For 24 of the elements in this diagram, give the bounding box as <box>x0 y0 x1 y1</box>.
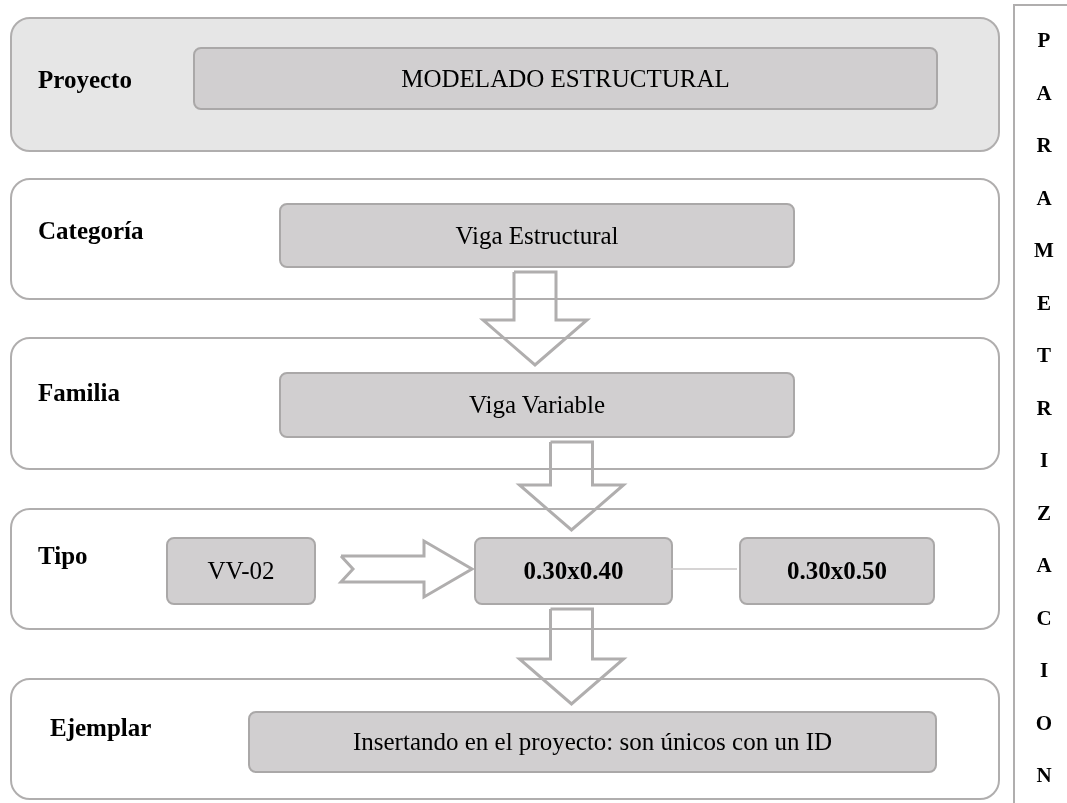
side-column <box>1013 4 1067 803</box>
band-heading: Categoría <box>38 217 144 245</box>
label-box: VV-02 <box>166 537 316 605</box>
label-box: 0.30x0.50 <box>739 537 935 605</box>
level-band <box>10 337 1000 470</box>
block-arrow <box>337 538 475 600</box>
block-arrow <box>478 270 592 367</box>
level-band <box>10 178 1000 300</box>
level-band <box>10 17 1000 152</box>
level-band <box>10 508 1000 630</box>
label-box: Viga Variable <box>279 372 795 438</box>
label-box: Insertando en el proyecto: son únicos con un ID <box>248 711 937 773</box>
block-arrow <box>515 607 628 706</box>
band-heading: Familia <box>38 379 120 407</box>
band-heading: Ejemplar <box>50 714 152 742</box>
connector-line <box>670 568 738 570</box>
band-heading: Tipo <box>38 542 88 570</box>
label-box: Viga Estructural <box>279 203 795 268</box>
label-box: MODELADO ESTRUCTURAL <box>193 47 938 110</box>
level-band <box>10 678 1000 800</box>
block-arrow <box>515 440 628 532</box>
label-box: 0.30x0.40 <box>474 537 673 605</box>
band-heading: Proyecto <box>38 66 132 94</box>
vertical-label: PARAMETRIZACION <box>1033 27 1055 789</box>
